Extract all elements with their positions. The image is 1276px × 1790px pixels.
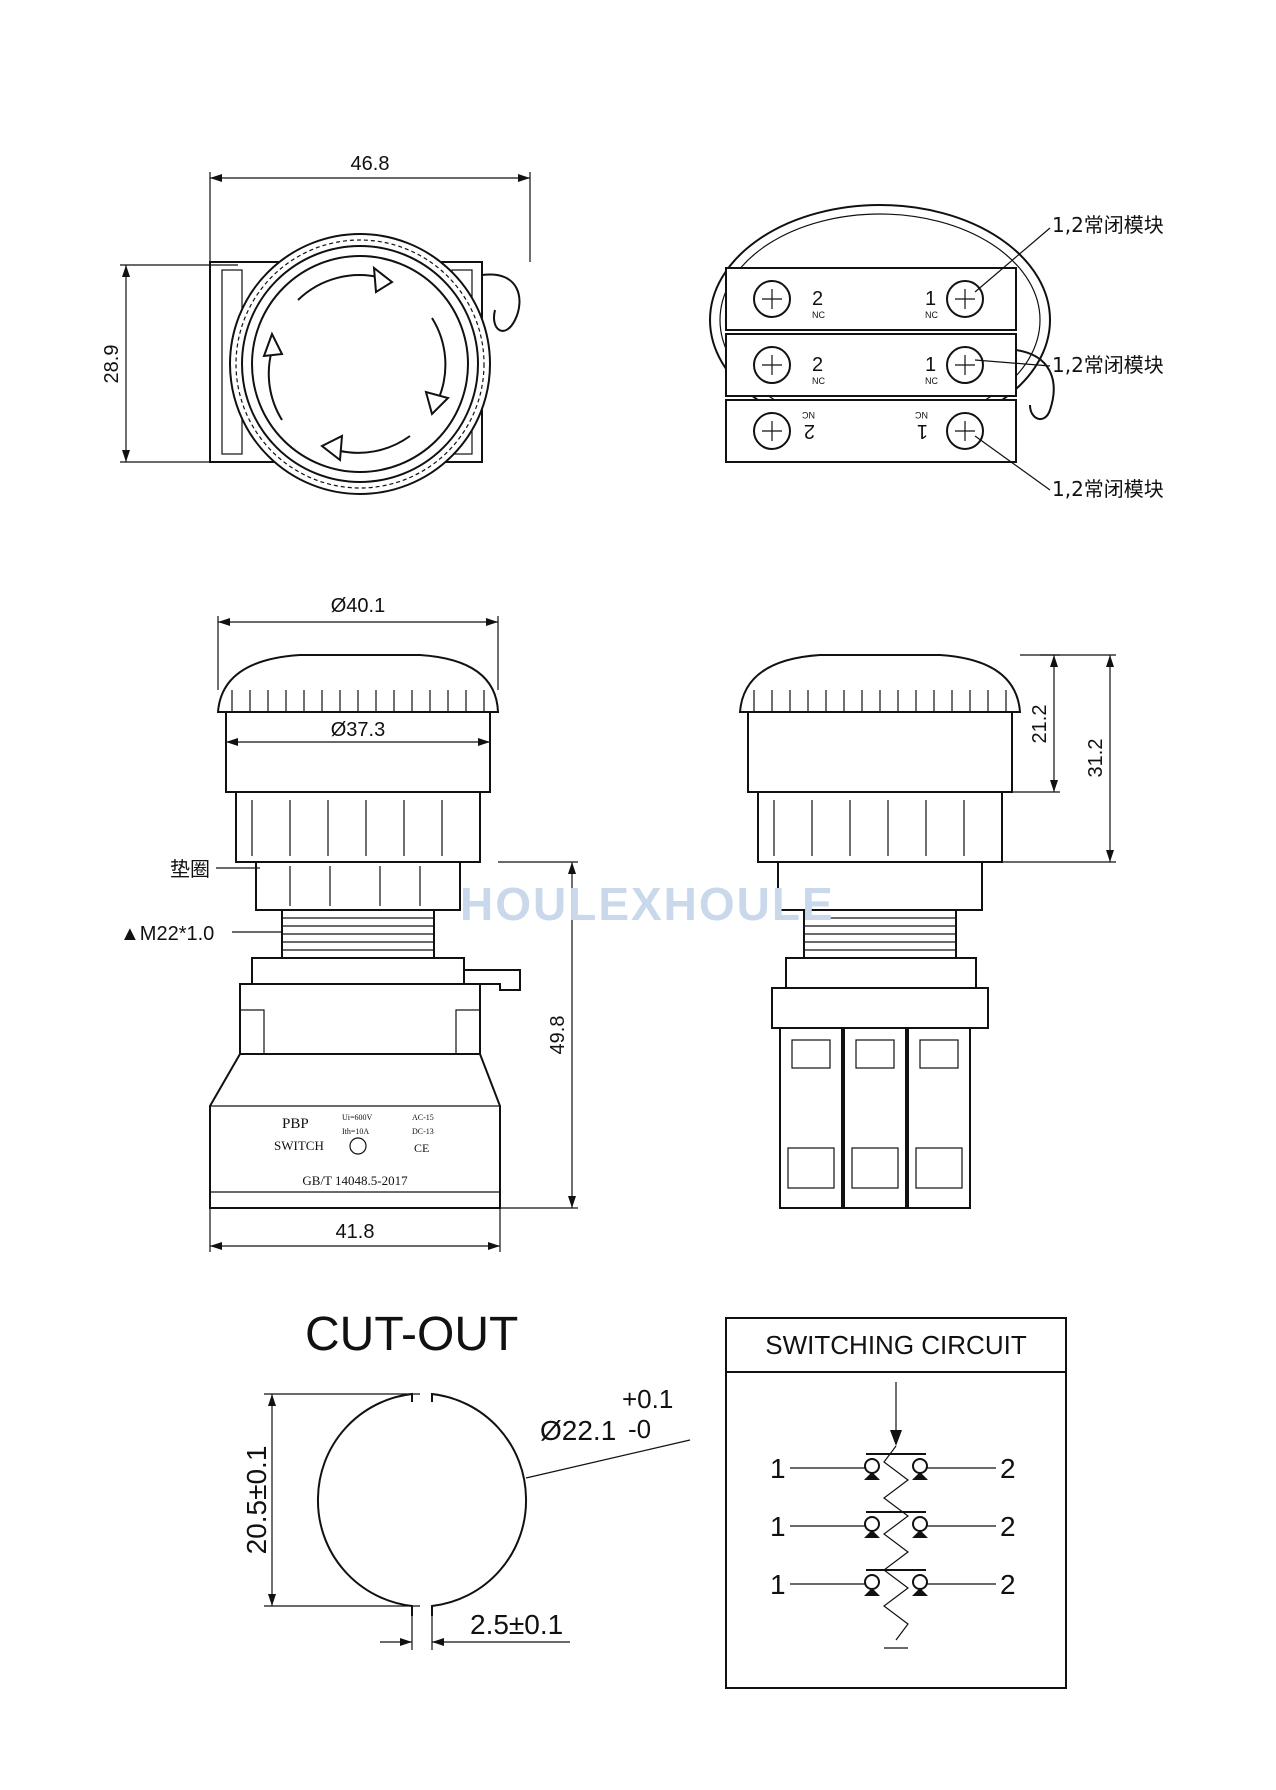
collar-diameter-dim: Ø37.3 (331, 719, 385, 741)
terminal-1-label: 1 (917, 420, 928, 442)
label-ui: Ui=600V (342, 1113, 373, 1122)
label-standard: GB/T 14048.5-2017 (302, 1173, 408, 1188)
module-label-2: 1,2常闭模块 (1052, 353, 1164, 377)
cutout-tol-minus: -0 (628, 1414, 651, 1444)
label-brand: PBP (282, 1116, 309, 1132)
label-dc: DC-13 (412, 1127, 434, 1136)
cutout-slot-dim: 2.5±0.1 (470, 1609, 563, 1640)
module-label-1: 1,2常闭模块 (1052, 213, 1164, 237)
front-height-dim: 28.9 (101, 345, 123, 384)
label-ce: CE (414, 1141, 429, 1155)
circuit-right-1: 2 (1000, 1453, 1016, 1484)
nc-label: NC (802, 410, 815, 420)
cutout-height-dim: 20.5±0.1 (241, 1446, 272, 1555)
cutout-tol-plus: +0.1 (622, 1384, 673, 1414)
nc-label: NC (812, 376, 825, 386)
cutout-title: CUT-OUT (305, 1308, 518, 1361)
circuit-left-2: 1 (770, 1511, 786, 1542)
side-view-right: 21.2 31.2 (738, 654, 1116, 1209)
label-switch: SWITCH (274, 1138, 324, 1153)
gasket-label: 垫圈 (170, 857, 210, 881)
nc-label: NC (812, 310, 825, 320)
label-ac: AC-15 (412, 1113, 434, 1122)
head-height-dim: 21.2 (1029, 705, 1051, 744)
back-view: 2 NC 1 NC 2 NC 1 NC 1 NC 2 NC 1,2常闭模块 1,… (709, 204, 1164, 501)
nc-label: NC (925, 310, 938, 320)
terminal-2-label: 2 (804, 420, 815, 442)
label-ith: Ith=10A (342, 1127, 369, 1136)
total-height-dim: 49.8 (547, 1016, 569, 1055)
terminal-1-label: 1 (925, 288, 936, 310)
side-view-left: Ø40.1 Ø37.3 (120, 595, 578, 1252)
overall-height-dim: 31.2 (1085, 739, 1107, 778)
terminal-2-label: 2 (812, 288, 823, 310)
thread-label: ▲M22*1.0 (120, 923, 214, 945)
cutout-drawing: CUT-OUT 20.5±0.1 2.5±0.1 Ø22.1 +0.1 -0 (241, 1308, 691, 1650)
circuit-title: SWITCHING CIRCUIT (765, 1330, 1027, 1360)
ccc-mark-icon (349, 1137, 367, 1155)
module-label-3: 1,2常闭模块 (1052, 477, 1164, 501)
head-diameter-dim: Ø40.1 (331, 595, 385, 617)
circuit-right-2: 2 (1000, 1511, 1016, 1542)
circuit-left-1: 1 (770, 1453, 786, 1484)
front-width-dim: 46.8 (351, 153, 390, 175)
front-view: 46.8 28.9 (101, 153, 531, 495)
nc-label: NC (915, 410, 928, 420)
watermark: HOULEXHOULE (460, 878, 835, 930)
cutout-diameter: Ø22.1 (540, 1415, 616, 1446)
circuit-right-3: 2 (1000, 1569, 1016, 1600)
terminal-2-label: 2 (812, 354, 823, 376)
base-width-dim: 41.8 (336, 1221, 375, 1243)
circuit-left-3: 1 (770, 1569, 786, 1600)
terminal-1-label: 1 (925, 354, 936, 376)
switching-circuit: SWITCHING CIRCUIT 1 1 1 2 2 2 (725, 1317, 1067, 1689)
nc-label: NC (925, 376, 938, 386)
